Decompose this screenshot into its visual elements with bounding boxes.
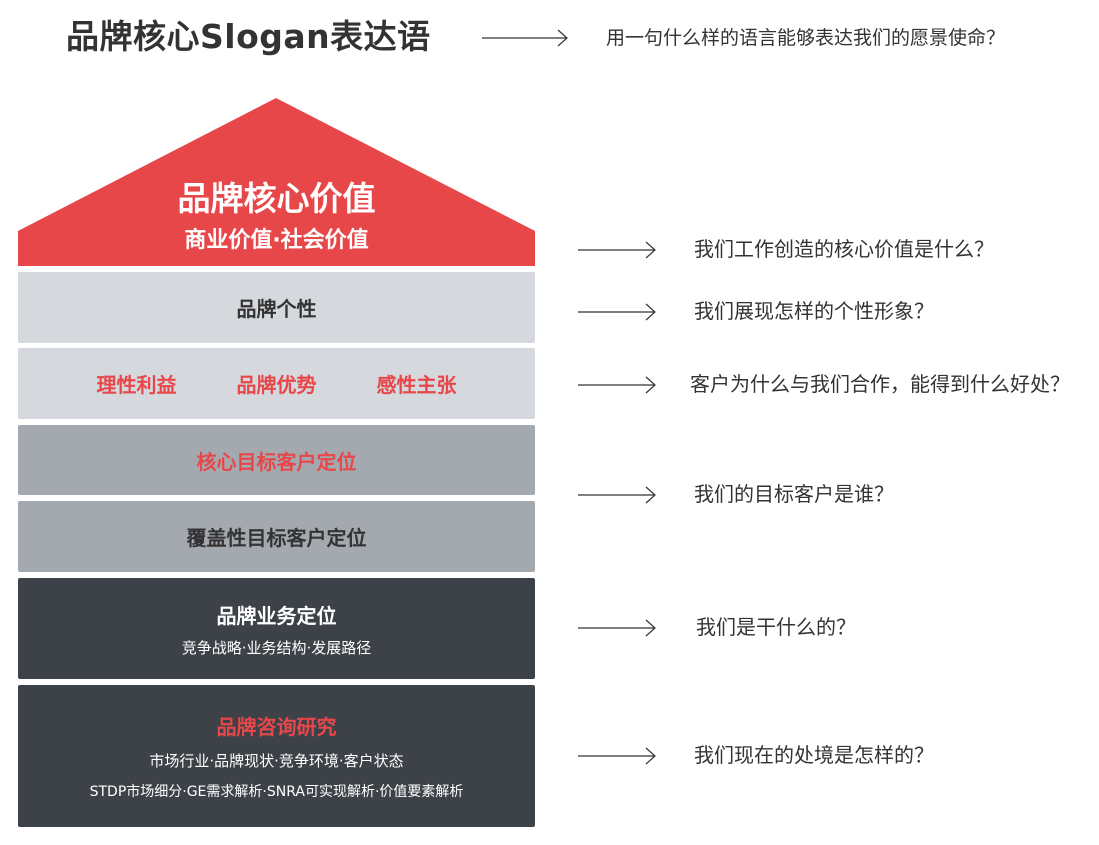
arrow-icon	[578, 238, 658, 262]
core-target-label: 核心目标客户定位	[196, 449, 357, 474]
arrow-icon	[578, 616, 658, 640]
research-line2: STDP市场细分·GE需求解析·SNRA可实现解析·价值要素解析	[89, 784, 464, 800]
coverage-target-label: 覆盖性目标客户定位	[186, 526, 367, 550]
business-title: 品牌业务定位	[216, 603, 337, 628]
business-question: 我们是干什么的？	[696, 615, 856, 639]
page-title: 品牌核心Slogan表达语	[66, 17, 431, 56]
personality-label: 品牌个性	[236, 297, 317, 321]
arrow-icon	[578, 744, 658, 768]
benefits-question: 客户为什么与我们合作，能得到什么好处？	[690, 372, 1070, 396]
business-sub: 竞争战略·业务结构·发展路径	[181, 638, 372, 657]
benefit-item: 品牌优势	[236, 373, 317, 397]
research-question: 我们现在的处境是怎样的？	[694, 743, 934, 767]
roof-shape	[18, 98, 535, 266]
roof-sub-label: 商业价值·社会价值	[184, 228, 369, 253]
arrow-icon	[482, 26, 570, 50]
arrow-icon	[578, 300, 658, 324]
benefit-item: 理性利益	[96, 373, 177, 397]
benefits-block: 理性利益 品牌优势 感性主张	[18, 348, 535, 419]
title-question: 用一句什么样的语言能够表达我们的愿景使命？	[606, 27, 1006, 49]
arrow-icon	[578, 373, 658, 397]
arrow-icon	[578, 483, 658, 507]
core-target-block: 核心目标客户定位	[18, 425, 535, 495]
personality-question: 我们展现怎样的个性形象？	[694, 299, 934, 323]
roof-main-label: 品牌核心价值	[177, 179, 376, 218]
business-block: 品牌业务定位 竞争战略·业务结构·发展路径	[18, 578, 535, 679]
coverage-target-block: 覆盖性目标客户定位	[18, 501, 535, 572]
research-line1: 市场行业·品牌现状·竞争环境·客户状态	[149, 752, 404, 770]
target-question: 我们的目标客户是谁？	[694, 482, 894, 506]
personality-block: 品牌个性	[18, 272, 535, 343]
benefit-item: 感性主张	[376, 373, 457, 397]
research-title: 品牌咨询研究	[216, 715, 337, 739]
research-block: 品牌咨询研究 市场行业·品牌现状·竞争环境·客户状态 STDP市场细分·GE需求…	[18, 685, 535, 827]
roof-question: 我们工作创造的核心价值是什么？	[694, 237, 994, 261]
